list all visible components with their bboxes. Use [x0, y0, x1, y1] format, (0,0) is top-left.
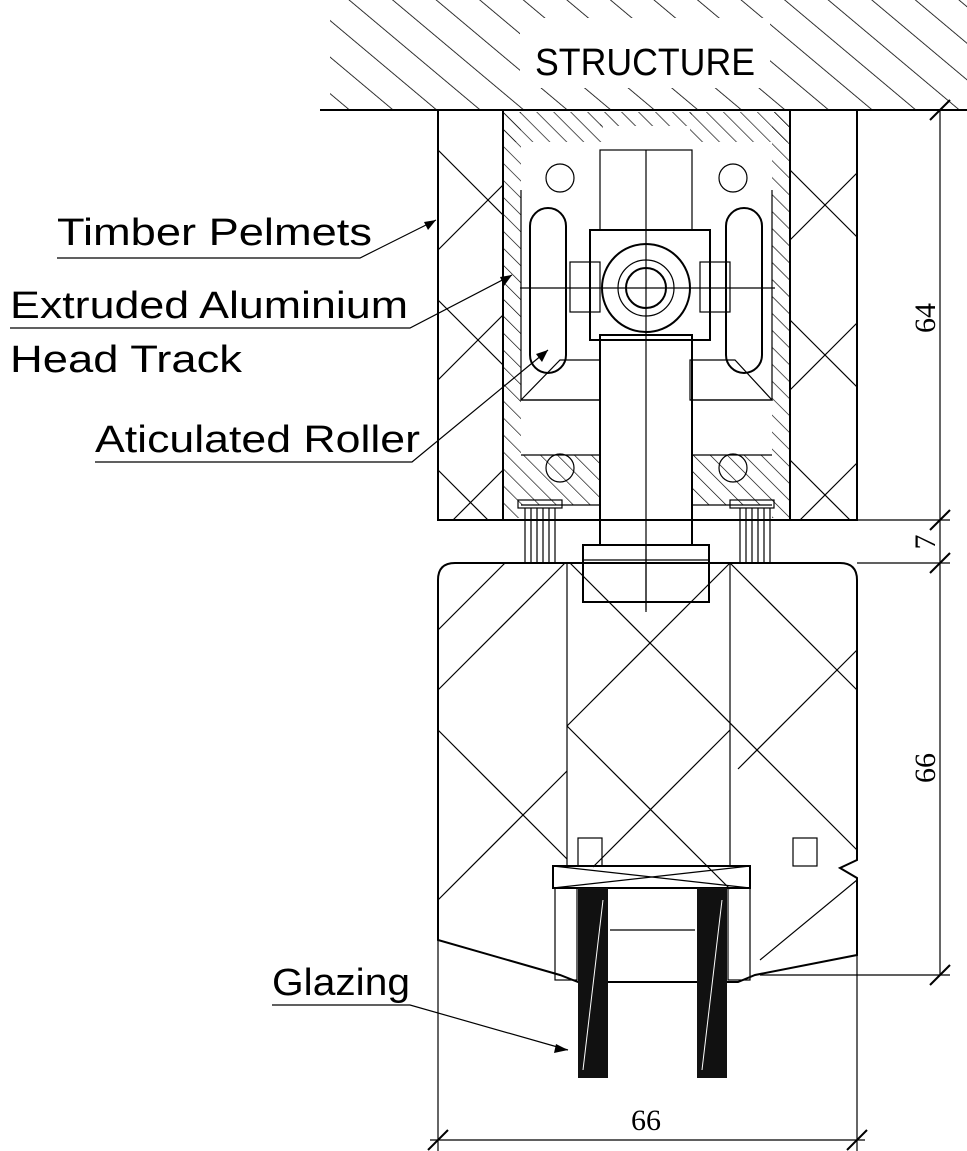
dim-panel-width: 66	[631, 1104, 661, 1137]
aluminium-head-track	[502, 109, 791, 521]
leader-timber-pelmets: Timber Pelmets	[57, 212, 437, 259]
timber-pelmet-right	[789, 109, 858, 521]
articulated-roller	[520, 150, 775, 610]
door-panel	[437, 544, 858, 983]
timber-pelmets-label: Timber Pelmets	[57, 212, 372, 254]
brush-seals	[517, 499, 775, 562]
structure-ceiling: STRUCTURE	[320, 0, 967, 111]
glazing-label: Glazing	[272, 962, 410, 1004]
leader-aticulated-roller: Aticulated Roller	[95, 349, 549, 463]
dimension-lines-bottom	[427, 940, 868, 1151]
timber-pelmet-left	[437, 109, 504, 521]
extruded-label-line2: Head Track	[10, 339, 243, 381]
dim-gap: 7	[909, 535, 942, 550]
extruded-label-line1: Extruded Aluminium	[10, 285, 408, 327]
dim-panel-height: 66	[909, 753, 942, 783]
double-glazing	[578, 888, 727, 1078]
roller-label: Aticulated Roller	[95, 419, 420, 461]
structure-label: STRUCTURE	[535, 42, 755, 84]
leader-extruded-aluminium: Extruded Aluminium Head Track	[10, 274, 513, 381]
dimension-lines-right	[760, 99, 951, 986]
dim-head-height: 64	[909, 303, 942, 333]
leader-glazing: Glazing	[272, 962, 569, 1053]
